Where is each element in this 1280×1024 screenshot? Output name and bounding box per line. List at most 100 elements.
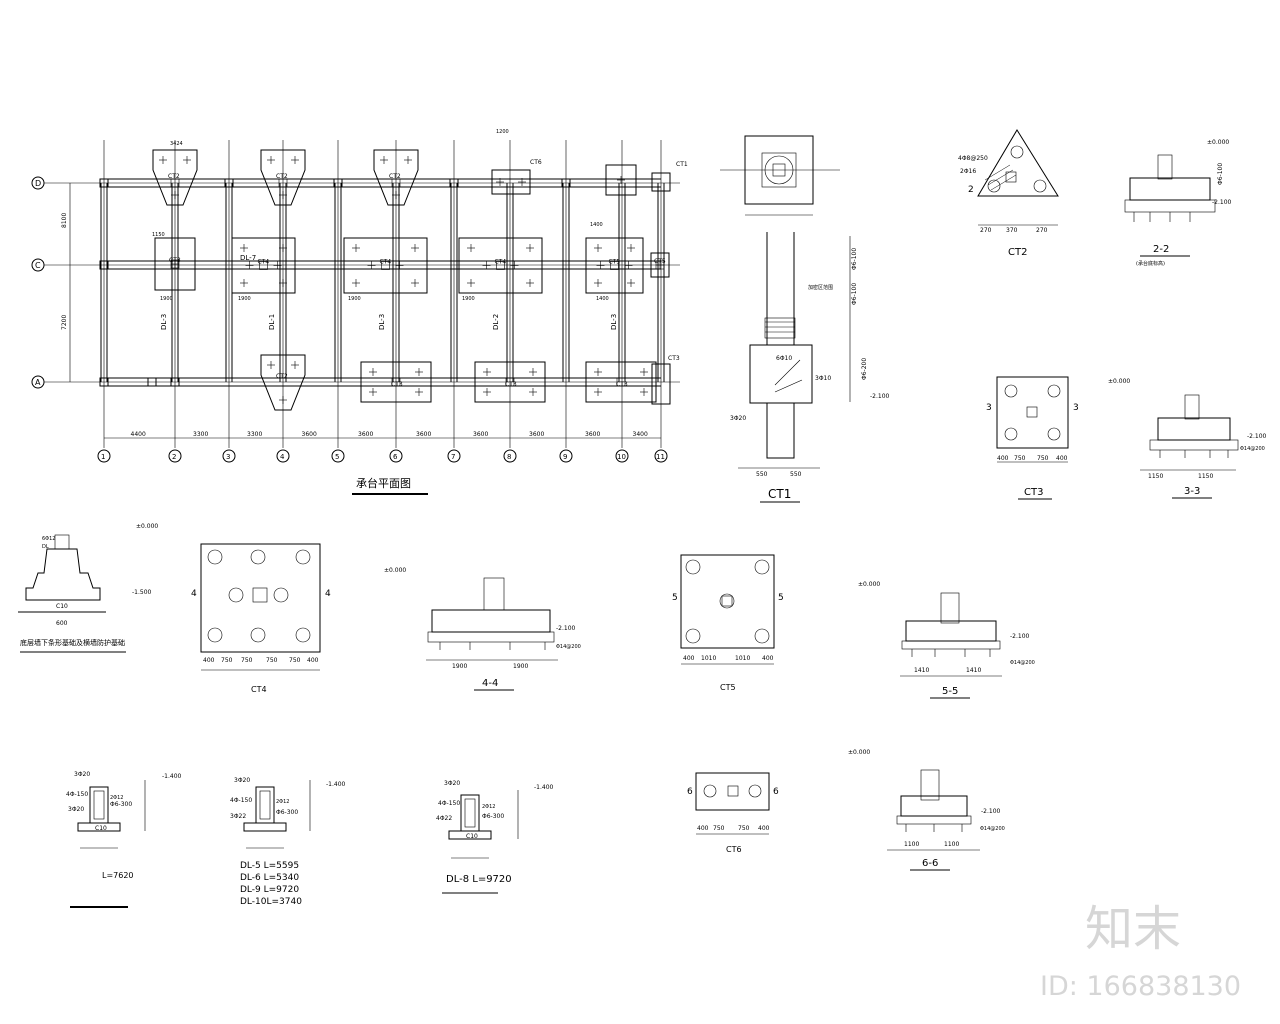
ct3-column <box>1026 406 1038 418</box>
axis-bubble-4 <box>276 449 290 463</box>
ct5-pile-4 <box>754 628 770 644</box>
ct2-note-3: 370 <box>1006 227 1018 234</box>
axis-bubble-7 <box>447 449 461 463</box>
dl-section-b: -1.400 3Φ20 4Φ-150 2Φ12 Φ6-300 3Φ22 DL-5… <box>230 777 346 907</box>
sec22-label: 2-2 <box>1153 244 1169 255</box>
axis-bubble-8 <box>503 449 517 463</box>
cap-ct2 <box>152 149 198 206</box>
wall-strip-footing: ±0.000 -1.500 C10 600 6Φ12 DL 底层墙下条形基础及横… <box>18 523 158 653</box>
ct5-pile-1 <box>685 559 701 575</box>
ct3-dim-0: 400 <box>997 455 1009 462</box>
sec33-label: 3-3 <box>1184 486 1200 497</box>
span-dim-7: 3600 <box>529 431 544 438</box>
ct4-dim-2: 750 <box>241 657 253 664</box>
ct5-dim-0: 400 <box>683 655 695 662</box>
ct6-pile-1 <box>703 784 717 798</box>
ct6-column <box>727 785 739 797</box>
sec33-dim-b: 1150 <box>1198 473 1213 480</box>
left-dim-0: 8100 <box>61 213 68 228</box>
ct2-detail: 4Φ8@250 2Φ16 270 370 270 CT2 2 <box>958 129 1059 258</box>
dl-a-note-4: 2Φ12 <box>110 795 123 801</box>
sec66-note-4: Φ14@200 <box>980 826 1005 832</box>
sec22-column <box>1157 154 1173 180</box>
column <box>99 260 109 270</box>
dl-b-line-2: DL-9 L=9720 <box>240 885 299 895</box>
section-3-3: ±0.000 -2.100 1150 1150 Φ14@200 3-3 <box>1108 378 1267 499</box>
cap-ct1 <box>651 172 671 192</box>
sec55-dim-b: 1410 <box>966 667 981 674</box>
ct3-detail: 400 750 750 400 3 3 CT3 <box>986 376 1079 500</box>
axis-number-8: 8 <box>507 453 511 461</box>
cap-mid <box>585 237 644 294</box>
sec33-base <box>1149 439 1239 451</box>
cap-dim: 1150 <box>152 232 165 238</box>
plan-beams <box>100 178 665 387</box>
axis-label-D: D <box>35 179 41 188</box>
axis-number-10: 10 <box>617 453 626 461</box>
sec44-base <box>427 631 555 643</box>
axis-bubble-6 <box>389 449 403 463</box>
ct1-cap-elevation <box>749 344 813 404</box>
ct6-dim-2: 750 <box>738 825 750 832</box>
sec22-cap <box>1129 177 1211 201</box>
dl-b-stirrup <box>259 790 271 820</box>
sec55-elev-top: ±0.000 <box>858 581 880 588</box>
cap-label: CT2 <box>389 173 401 180</box>
ct1-dim-b: 550 <box>790 471 802 478</box>
cap-ct3 <box>585 361 657 403</box>
cap-label: CT5 <box>609 259 621 266</box>
ct5-outline <box>680 554 775 649</box>
sec33-elev-bot: -2.100 <box>1247 433 1267 440</box>
cap-dim: 1900 <box>348 296 361 302</box>
axis-number-1: 1 <box>101 453 105 461</box>
ct1-note-2: Φ6-200 <box>861 358 868 380</box>
sec44-label: 4-4 <box>482 678 498 689</box>
wall-rebar: 6Φ12 <box>42 536 55 542</box>
cap-label: CT1 <box>676 161 688 168</box>
dl-c-beam <box>460 794 480 832</box>
ct2-note-0: 4Φ8@250 <box>958 155 988 162</box>
cap-label: CT3 <box>668 355 680 362</box>
dl-c-stirrup <box>464 798 476 828</box>
cap-mid <box>231 237 296 294</box>
sec66-dim-b: 1100 <box>944 841 959 848</box>
ct5-pile-2 <box>754 559 770 575</box>
ct2-pile-left <box>987 179 1001 193</box>
ct1-dim-a: 550 <box>756 471 768 478</box>
ct1-label: CT1 <box>768 487 791 501</box>
ct3-side-right: 3 <box>1073 403 1079 413</box>
dl-c-note-2: 4Φ-150 <box>438 800 460 807</box>
cap-label: CT3 <box>616 381 628 388</box>
beam-label: DL-2 <box>492 314 500 330</box>
ct1-note-6: 6Φ10 <box>776 355 792 362</box>
wall-elev-bot: -1.500 <box>132 589 152 596</box>
wall-footing-profile <box>25 548 101 601</box>
axis-number-9: 9 <box>563 453 567 461</box>
cap-label: CT2 <box>276 173 288 180</box>
sec22-elev-top: ±0.000 <box>1207 139 1229 146</box>
column <box>147 377 157 387</box>
ct4-label: CT4 <box>251 685 267 694</box>
sec44-note-4: Φ14@200 <box>556 644 581 650</box>
ct4-pile <box>207 549 223 565</box>
dl-b-base <box>243 822 287 832</box>
cap-mid <box>343 237 428 294</box>
axis-number-7: 7 <box>451 453 455 461</box>
axis-bubble-11 <box>654 449 668 463</box>
dl-c-note-3: 2Φ12 <box>482 804 495 810</box>
cap-label: CT2 <box>276 373 288 380</box>
cap-mid <box>154 237 196 291</box>
sec33-note-4: Φ14@200 <box>1240 446 1265 452</box>
ct4-dims: 400 750 750 750 750 400 <box>203 657 319 664</box>
dl-a-note-6: C10 <box>95 825 107 832</box>
ct4-pile <box>273 587 289 603</box>
axis-bubble-5 <box>331 449 345 463</box>
wall-c10: C10 <box>56 603 68 610</box>
ct2-note-4: 270 <box>1036 227 1048 234</box>
ct3-pile-2 <box>1047 384 1061 398</box>
ct6-outline <box>695 772 770 811</box>
axis-number-2: 2 <box>172 453 176 461</box>
ct5-dim-3: 400 <box>762 655 774 662</box>
ct4-pile <box>250 549 266 565</box>
